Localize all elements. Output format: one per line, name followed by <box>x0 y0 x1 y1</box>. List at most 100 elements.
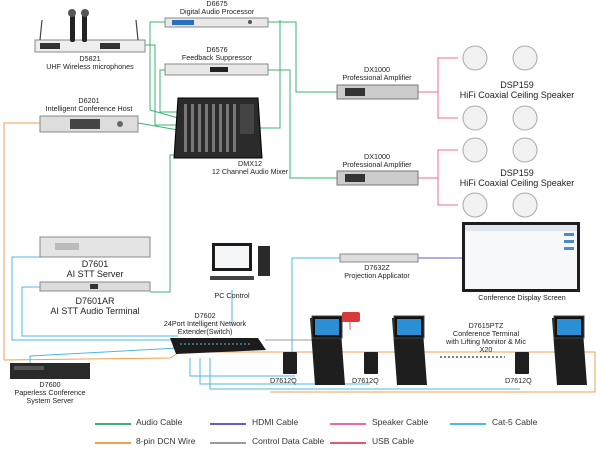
audio-cable-mixer-dsp <box>258 20 281 129</box>
stt-server-icon <box>39 236 151 258</box>
terminal-1-icon <box>310 315 345 385</box>
server-device-icon <box>10 363 90 379</box>
amp2-model: DX1000 <box>364 152 390 161</box>
legend-label-speaker: Speaker Cable <box>372 417 429 427</box>
mics-name: UHF Wireless microphones <box>46 62 134 71</box>
audio-cable-feedback-mixer <box>159 69 178 113</box>
dsp-model: D6675 <box>206 0 228 8</box>
projection-name: Projection Applicator <box>344 271 410 280</box>
cat5-cable-unit2 <box>199 358 370 385</box>
speakers2-name: HiFi Coaxial Ceiling Speaker <box>459 178 575 188</box>
cat5-cable-unit1 <box>189 358 295 377</box>
stt-terminal-icon <box>39 281 151 292</box>
audio-cable-host-mixer <box>137 122 179 131</box>
cat5-cable-projection <box>291 257 340 372</box>
legend-label-dcn: 8-pin DCN Wire <box>136 436 196 446</box>
dsp-device-icon <box>164 17 269 28</box>
amp1-label: DX1000 Professional Amplifier <box>320 66 434 82</box>
host-label: D6201 Intelligent Conference Host <box>30 97 148 113</box>
dcn-wire-host <box>3 122 40 360</box>
stt-server-label: D7601 AI STT Server <box>30 259 160 279</box>
terminal-model: D7615PTZ <box>468 321 504 330</box>
switch-name-line1: 24Port Intelligent Network <box>163 319 247 328</box>
dcn-wire-terminals <box>180 351 596 393</box>
mics-model: D5821 <box>79 54 101 63</box>
amp2-label: DX1000 Professional Amplifier <box>320 153 434 169</box>
mixer-label: DMX12 12 Channel Audio Mixer <box>190 160 310 176</box>
cat5-cable-stt-terminal <box>21 286 178 337</box>
legend-swatch-usb <box>330 442 366 444</box>
wireless-mics-icon <box>34 9 146 53</box>
speaker-cable-1a <box>418 57 458 93</box>
unit1-label: D7612Q <box>270 376 297 385</box>
network-switch-icon <box>170 338 266 354</box>
mixer-device-icon <box>173 97 263 159</box>
dsp-name: Digital Audio Processor <box>179 7 255 16</box>
feedback-device-icon <box>164 63 269 76</box>
audio-cable-mics-mixer <box>143 44 178 126</box>
unit-1-icon <box>283 352 297 374</box>
audio-cable-feedback-amp2 <box>268 69 337 179</box>
usb-device-icon <box>342 312 360 322</box>
mixer-name: 12 Channel Audio Mixer <box>211 167 289 176</box>
projection-device-icon <box>339 253 419 263</box>
audio-cable-dsp-amp1 <box>268 21 337 93</box>
legend-swatch-cat5 <box>450 423 486 425</box>
stt-server-name: AI STT Server <box>66 269 124 279</box>
stt-terminal-model: D7601AR <box>75 296 115 306</box>
server-name-line2: System Server <box>26 396 74 405</box>
pc-name: PC Control <box>214 291 250 300</box>
amplifier-1-icon <box>336 84 419 100</box>
projection-model: D7632Z <box>364 263 390 272</box>
ceiling-speakers-2-icon <box>462 137 538 218</box>
stt-terminal-name: AI STT Audio Terminal <box>50 306 140 316</box>
terminal-2-icon <box>392 315 427 385</box>
projection-label: D7632Z Projection Applicator <box>320 264 434 280</box>
pc-control-icon <box>210 243 270 280</box>
display-name: Conference Display Screen <box>478 293 566 302</box>
terminal-label: D7615PTZ Conference Terminal with Liftin… <box>430 322 542 354</box>
pc-label: PC Control <box>195 292 269 300</box>
stt-terminal-label: D7601AR AI STT Audio Terminal <box>30 296 160 316</box>
host-model: D6201 <box>78 96 100 105</box>
legend-label-audio: Audio Cable <box>136 417 183 427</box>
amp2-name: Professional Amplifier <box>342 160 412 169</box>
speakers2-model: DSP159 <box>500 168 534 178</box>
legend-label-control: Control Data Cable <box>252 436 325 446</box>
dsp-label: D6675 Digital Audio Processor <box>165 0 269 16</box>
audio-cable-dsp-mixer <box>149 21 179 119</box>
legend-swatch-hdmi <box>210 423 246 425</box>
legend-label-usb: USB Cable <box>372 436 415 446</box>
terminal-3-icon <box>552 315 587 385</box>
terminal-name-line2: with Lifting Monitor & Mic <box>446 337 526 346</box>
switch-model: D7602 <box>194 311 216 320</box>
feedback-model: D6576 <box>206 45 228 54</box>
switch-name-line2: Extender(Switch) <box>177 327 233 336</box>
mixer-model: DMX12 <box>238 159 262 168</box>
speaker-cable-1b <box>437 92 458 119</box>
switch-label: D7602 24Port Intelligent Network Extende… <box>130 312 280 336</box>
speakers1-label: DSP159 HiFi Coaxial Ceiling Speaker <box>442 80 592 100</box>
speaker-cable-2b <box>437 178 458 206</box>
server-name-line1: Paperless Conference <box>14 388 86 397</box>
feedback-name: Feedback Suppressor <box>181 53 253 62</box>
legend-swatch-audio <box>95 423 131 425</box>
host-name: Intelligent Conference Host <box>45 104 133 113</box>
amp1-model: DX1000 <box>364 65 390 74</box>
unit-3-icon <box>515 352 529 374</box>
mics-label: D5821 UHF Wireless microphones <box>38 55 142 71</box>
amp1-name: Professional Amplifier <box>342 73 412 82</box>
stt-server-model: D7601 <box>81 259 109 269</box>
unit3-label: D7612Q <box>505 376 532 385</box>
legend-label-cat5: Cat-5 Cable <box>492 417 538 427</box>
unit-2-icon <box>364 352 378 374</box>
dcn-wire-main <box>3 351 181 361</box>
legend-swatch-speaker <box>330 423 366 425</box>
cat5-cable-unit3 <box>209 358 520 390</box>
feedback-label: D6576 Feedback Suppressor <box>165 46 269 62</box>
ceiling-speakers-1-icon <box>462 45 538 131</box>
unit2-label: D7612Q <box>352 376 379 385</box>
terminal-name-line1: Conference Terminal <box>452 329 520 338</box>
